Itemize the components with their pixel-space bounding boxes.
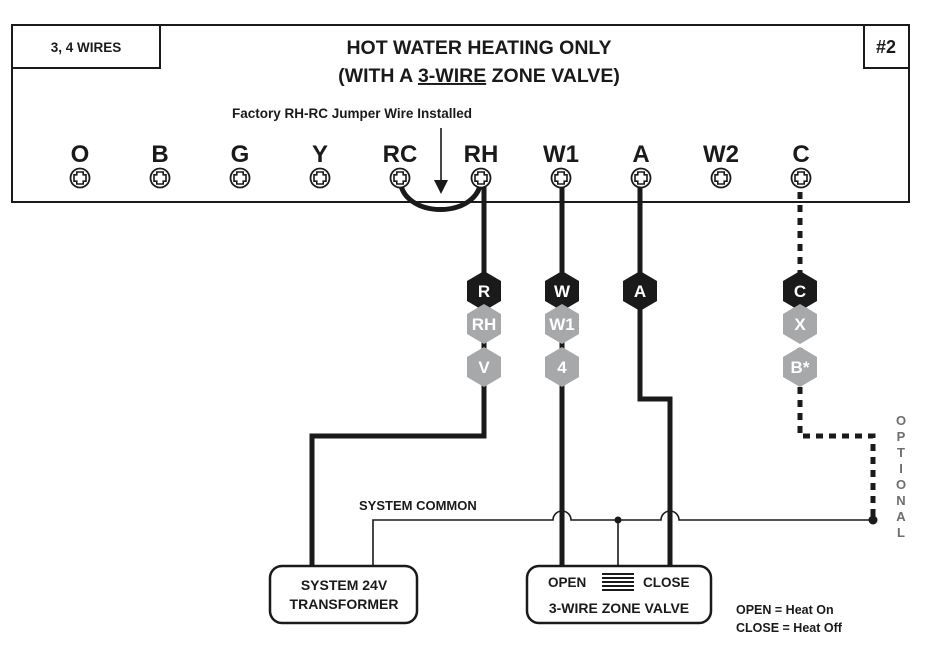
screw-terminal-y (309, 167, 331, 189)
title-underlined-word: 3-WIRE (418, 65, 486, 87)
screw-terminal-rc (389, 167, 411, 189)
wire-code-r-primary: R (478, 282, 490, 301)
valve-coil-icon (602, 573, 634, 591)
terminal-label-w2: W2 (703, 141, 739, 168)
terminal-label-rh: RH (464, 141, 499, 168)
wire-code-c-alt2: B* (791, 358, 810, 377)
wires-label-box (11, 24, 161, 69)
terminal-label-a: A (632, 141, 649, 168)
screw-terminal-b (149, 167, 171, 189)
legend-close: CLOSE = Heat Off (736, 621, 843, 635)
zone-valve-close: CLOSE (643, 575, 690, 590)
wire-code-w-alt1: W1 (549, 315, 575, 334)
terminal-label-rc: RC (383, 141, 418, 168)
zone-valve-box (525, 564, 713, 625)
wires-label: 3, 4 WIRES (51, 40, 122, 55)
transformer-box (268, 564, 419, 625)
wire-code-c-alt1: X (794, 315, 806, 334)
diagram-title-line1: HOT WATER HEATING ONLY (346, 37, 611, 59)
wire-code-r-alt2: V (478, 358, 490, 377)
wire-a (637, 178, 673, 566)
jumper-arrow-head (434, 180, 448, 194)
wire-code-a-primary: A (634, 282, 646, 301)
screw-terminal-rh (470, 167, 492, 189)
terminal-label-g: G (231, 141, 250, 168)
wire-code-c: C X B* (783, 271, 817, 387)
zone-valve-label: 3-WIRE ZONE VALVE (549, 600, 689, 616)
terminal-label-w1: W1 (543, 141, 579, 168)
legend-open: OPEN = Heat On (736, 603, 834, 617)
transformer-line2: TRANSFORMER (290, 596, 399, 612)
terminal-label-c: C (792, 141, 809, 168)
wire-code-a: A (623, 271, 657, 311)
screw-terminal-o (69, 167, 91, 189)
screw-terminal-c (790, 167, 812, 189)
system-common-wire (372, 510, 873, 566)
screw-terminal-w2 (710, 167, 732, 189)
zone-valve-open: OPEN (548, 575, 586, 590)
system-common-label: SYSTEM COMMON (359, 498, 477, 513)
screw-terminal-a (630, 167, 652, 189)
wire-code-w-alt2: 4 (557, 358, 567, 377)
wire-code-c-primary: C (794, 282, 806, 301)
transformer-line1: SYSTEM 24V (301, 577, 388, 593)
wire-code-r: R RH V (467, 271, 501, 387)
terminal-label-b: B (151, 141, 168, 168)
wire-code-r-alt1: RH (472, 315, 497, 334)
diagram-title-line2: (WITH A 3-WIRE ZONE VALVE) (338, 65, 620, 87)
diagram-number: #2 (876, 37, 896, 57)
jumper-note: Factory RH-RC Jumper Wire Installed (232, 106, 472, 121)
common-junction (614, 516, 622, 524)
wire-code-w-primary: W (554, 282, 571, 301)
jumper-wire (397, 177, 484, 212)
screw-terminal-g (229, 167, 251, 189)
optional-junction (868, 515, 878, 525)
screw-terminal-w1 (550, 167, 572, 189)
terminal-label-o: O (71, 141, 90, 168)
wire-code-w: W W1 4 (545, 271, 579, 387)
terminal-labels: O B G Y RC RH W1 A W2 C (71, 141, 810, 168)
terminal-label-y: Y (312, 141, 328, 168)
diagram-number-box (863, 24, 910, 69)
